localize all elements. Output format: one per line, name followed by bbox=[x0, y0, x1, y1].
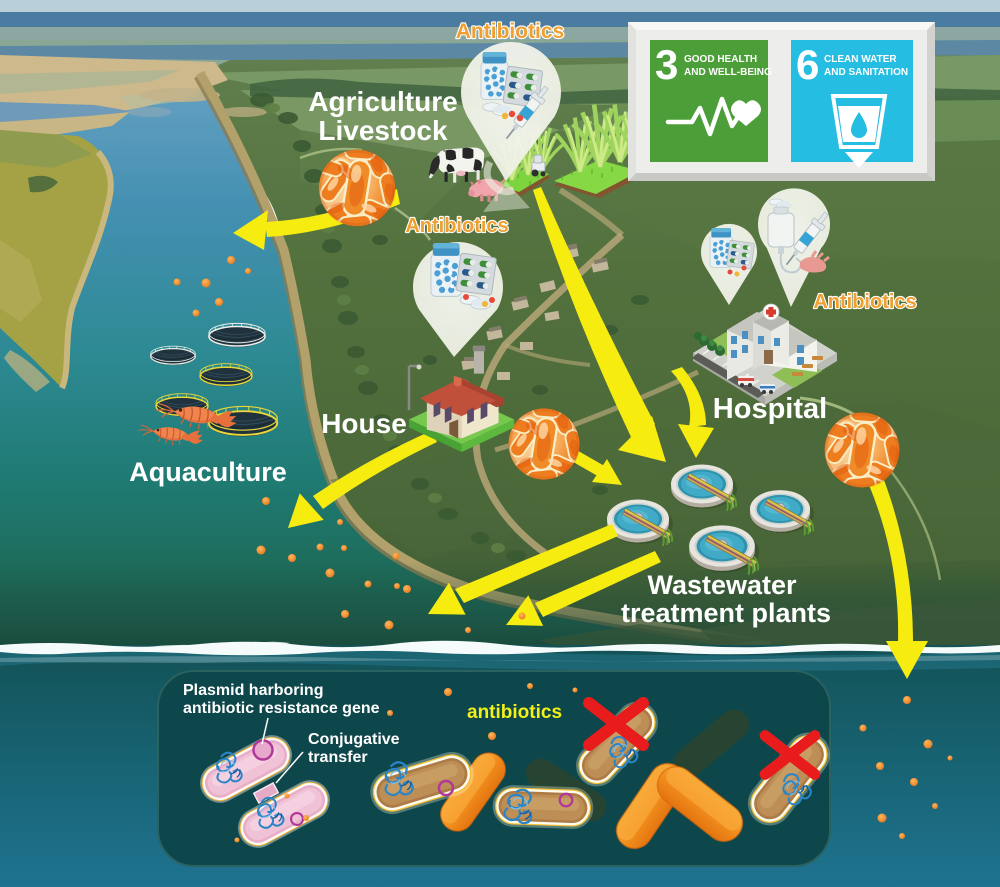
svg-text:3: 3 bbox=[655, 41, 678, 88]
svg-text:Plasmid harboring: Plasmid harboring bbox=[183, 682, 323, 699]
svg-text:CLEAN WATER: CLEAN WATER bbox=[824, 54, 897, 65]
svg-text:AND WELL-BEING: AND WELL-BEING bbox=[684, 67, 772, 78]
svg-text:Livestock: Livestock bbox=[318, 115, 448, 146]
svg-text:Antibiotics: Antibiotics bbox=[813, 291, 916, 313]
svg-text:antibiotic resistance gene: antibiotic resistance gene bbox=[183, 700, 380, 717]
svg-text:Agriculture: Agriculture bbox=[308, 86, 457, 117]
svg-text:Antibiotics: Antibiotics bbox=[405, 215, 508, 237]
svg-text:Aquaculture: Aquaculture bbox=[129, 457, 287, 487]
svg-text:AND SANITATION: AND SANITATION bbox=[824, 67, 908, 78]
svg-text:Antibiotics: Antibiotics bbox=[456, 20, 565, 43]
svg-text:GOOD HEALTH: GOOD HEALTH bbox=[684, 54, 757, 65]
svg-text:antibiotics: antibiotics bbox=[467, 702, 562, 723]
svg-text:transfer: transfer bbox=[308, 749, 368, 766]
svg-text:6: 6 bbox=[796, 41, 819, 88]
svg-text:Conjugative: Conjugative bbox=[308, 731, 400, 748]
svg-text:Wastewater: Wastewater bbox=[647, 570, 797, 600]
svg-text:House: House bbox=[321, 408, 407, 439]
svg-text:treatment plants: treatment plants bbox=[621, 598, 831, 628]
